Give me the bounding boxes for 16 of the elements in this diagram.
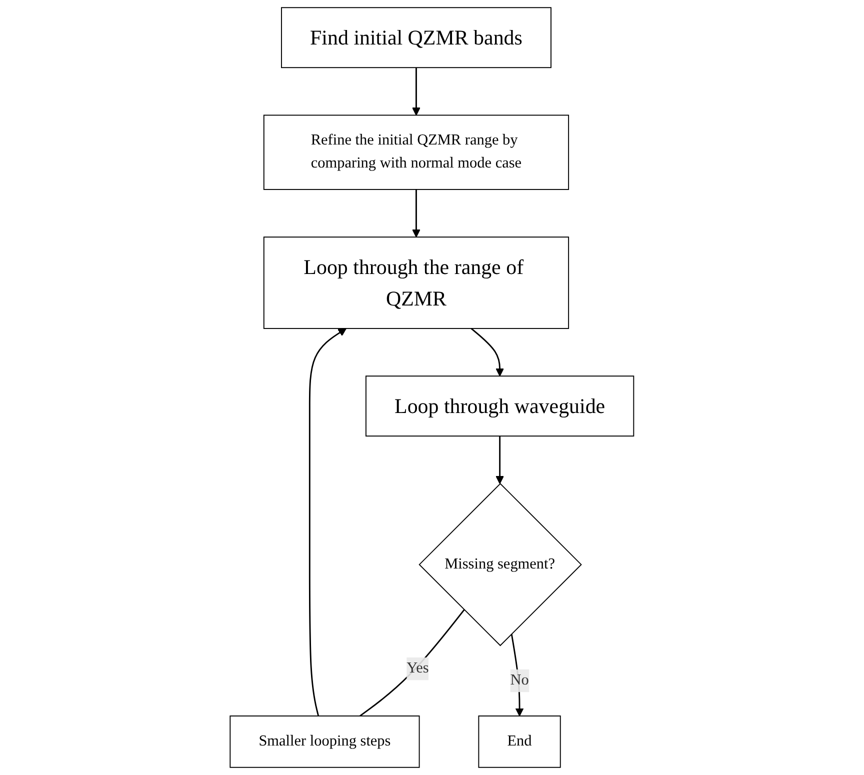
node-box: Find initial QZMR bands bbox=[281, 7, 552, 68]
node-box: End bbox=[478, 716, 561, 768]
arrow bbox=[309, 328, 347, 716]
arrow bbox=[510, 634, 524, 716]
node-box: Refine the initial QZMR range by comparing with normal mode case bbox=[264, 114, 570, 190]
arrow bbox=[496, 436, 504, 484]
connector bbox=[360, 609, 465, 717]
node-box: Smaller looping steps bbox=[230, 716, 420, 768]
edge-label: Yes bbox=[406, 660, 429, 676]
node-diamond: Missing segment? bbox=[418, 482, 582, 646]
arrow bbox=[412, 189, 420, 238]
arrow bbox=[412, 68, 420, 116]
edge-label: No bbox=[510, 672, 529, 688]
node-box: Loop through waveguide bbox=[366, 376, 634, 437]
node-box: Loop through the range of QZMR bbox=[264, 236, 570, 329]
arrow bbox=[470, 328, 504, 376]
